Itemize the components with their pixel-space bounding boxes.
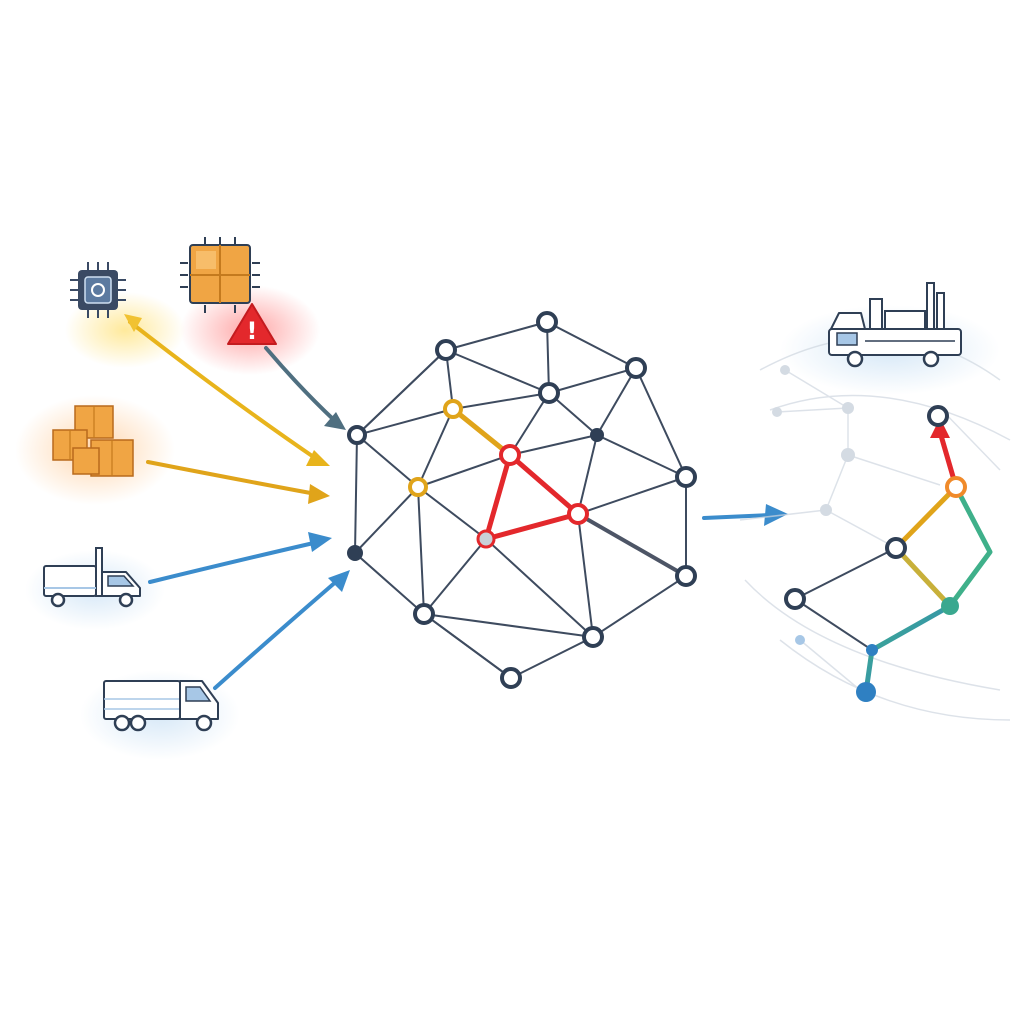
- supplier-boxes-icon: [180, 237, 260, 313]
- network-nodes: [347, 311, 697, 689]
- network-node: [500, 667, 522, 689]
- result-node-blue: [866, 644, 878, 656]
- result-node-orange: [945, 476, 967, 498]
- network-node: [536, 311, 558, 333]
- result-nodes: [784, 405, 967, 702]
- box-truck-icon: [43, 547, 141, 608]
- network-node: [538, 382, 560, 404]
- network-node: [590, 428, 604, 442]
- inventory-boxes-icon: [52, 405, 134, 477]
- network-node: [675, 565, 697, 587]
- result-node-blue: [856, 682, 876, 702]
- highlighted-route: [450, 406, 688, 578]
- input-arrows: [124, 314, 350, 690]
- delivery-truck-icon: [103, 680, 219, 732]
- arrow-alert-to-network: [264, 346, 336, 422]
- factory-truck-icon: [828, 282, 962, 368]
- warning-triangle-icon: !: [227, 303, 277, 345]
- network-node: [347, 425, 367, 445]
- network-node: [675, 466, 697, 488]
- arrow-boxtruck-to-network: [148, 540, 320, 584]
- output-arrow: [702, 504, 788, 526]
- network-node: [413, 603, 435, 625]
- network-node: [347, 545, 363, 561]
- optimized-route: [794, 429, 993, 695]
- central-network: [347, 311, 697, 689]
- network-node-amber: [408, 477, 428, 497]
- result-node: [927, 405, 949, 427]
- arrow-deliverytruck-to-network: [213, 578, 340, 690]
- result-node: [784, 588, 806, 610]
- network-node-red: [499, 444, 521, 466]
- arrow-chip-to-network: [128, 320, 320, 462]
- network-node-red: [567, 503, 589, 525]
- result-node: [885, 537, 907, 559]
- result-node-teal: [941, 597, 959, 615]
- arrow-inventory-to-network: [146, 460, 318, 496]
- network-node: [582, 626, 604, 648]
- route-arrowhead: [930, 418, 950, 438]
- network-node: [435, 339, 457, 361]
- network-node: [625, 357, 647, 379]
- result-network: [739, 282, 1011, 721]
- warning-symbol: !: [247, 317, 258, 345]
- network-node-grey: [476, 529, 496, 549]
- ghost-nodes: [772, 365, 855, 645]
- network-edges: [353, 320, 687, 680]
- network-node-amber: [443, 399, 463, 419]
- ghost-mesh: [739, 336, 1011, 721]
- processor-chip-icon: [70, 262, 126, 318]
